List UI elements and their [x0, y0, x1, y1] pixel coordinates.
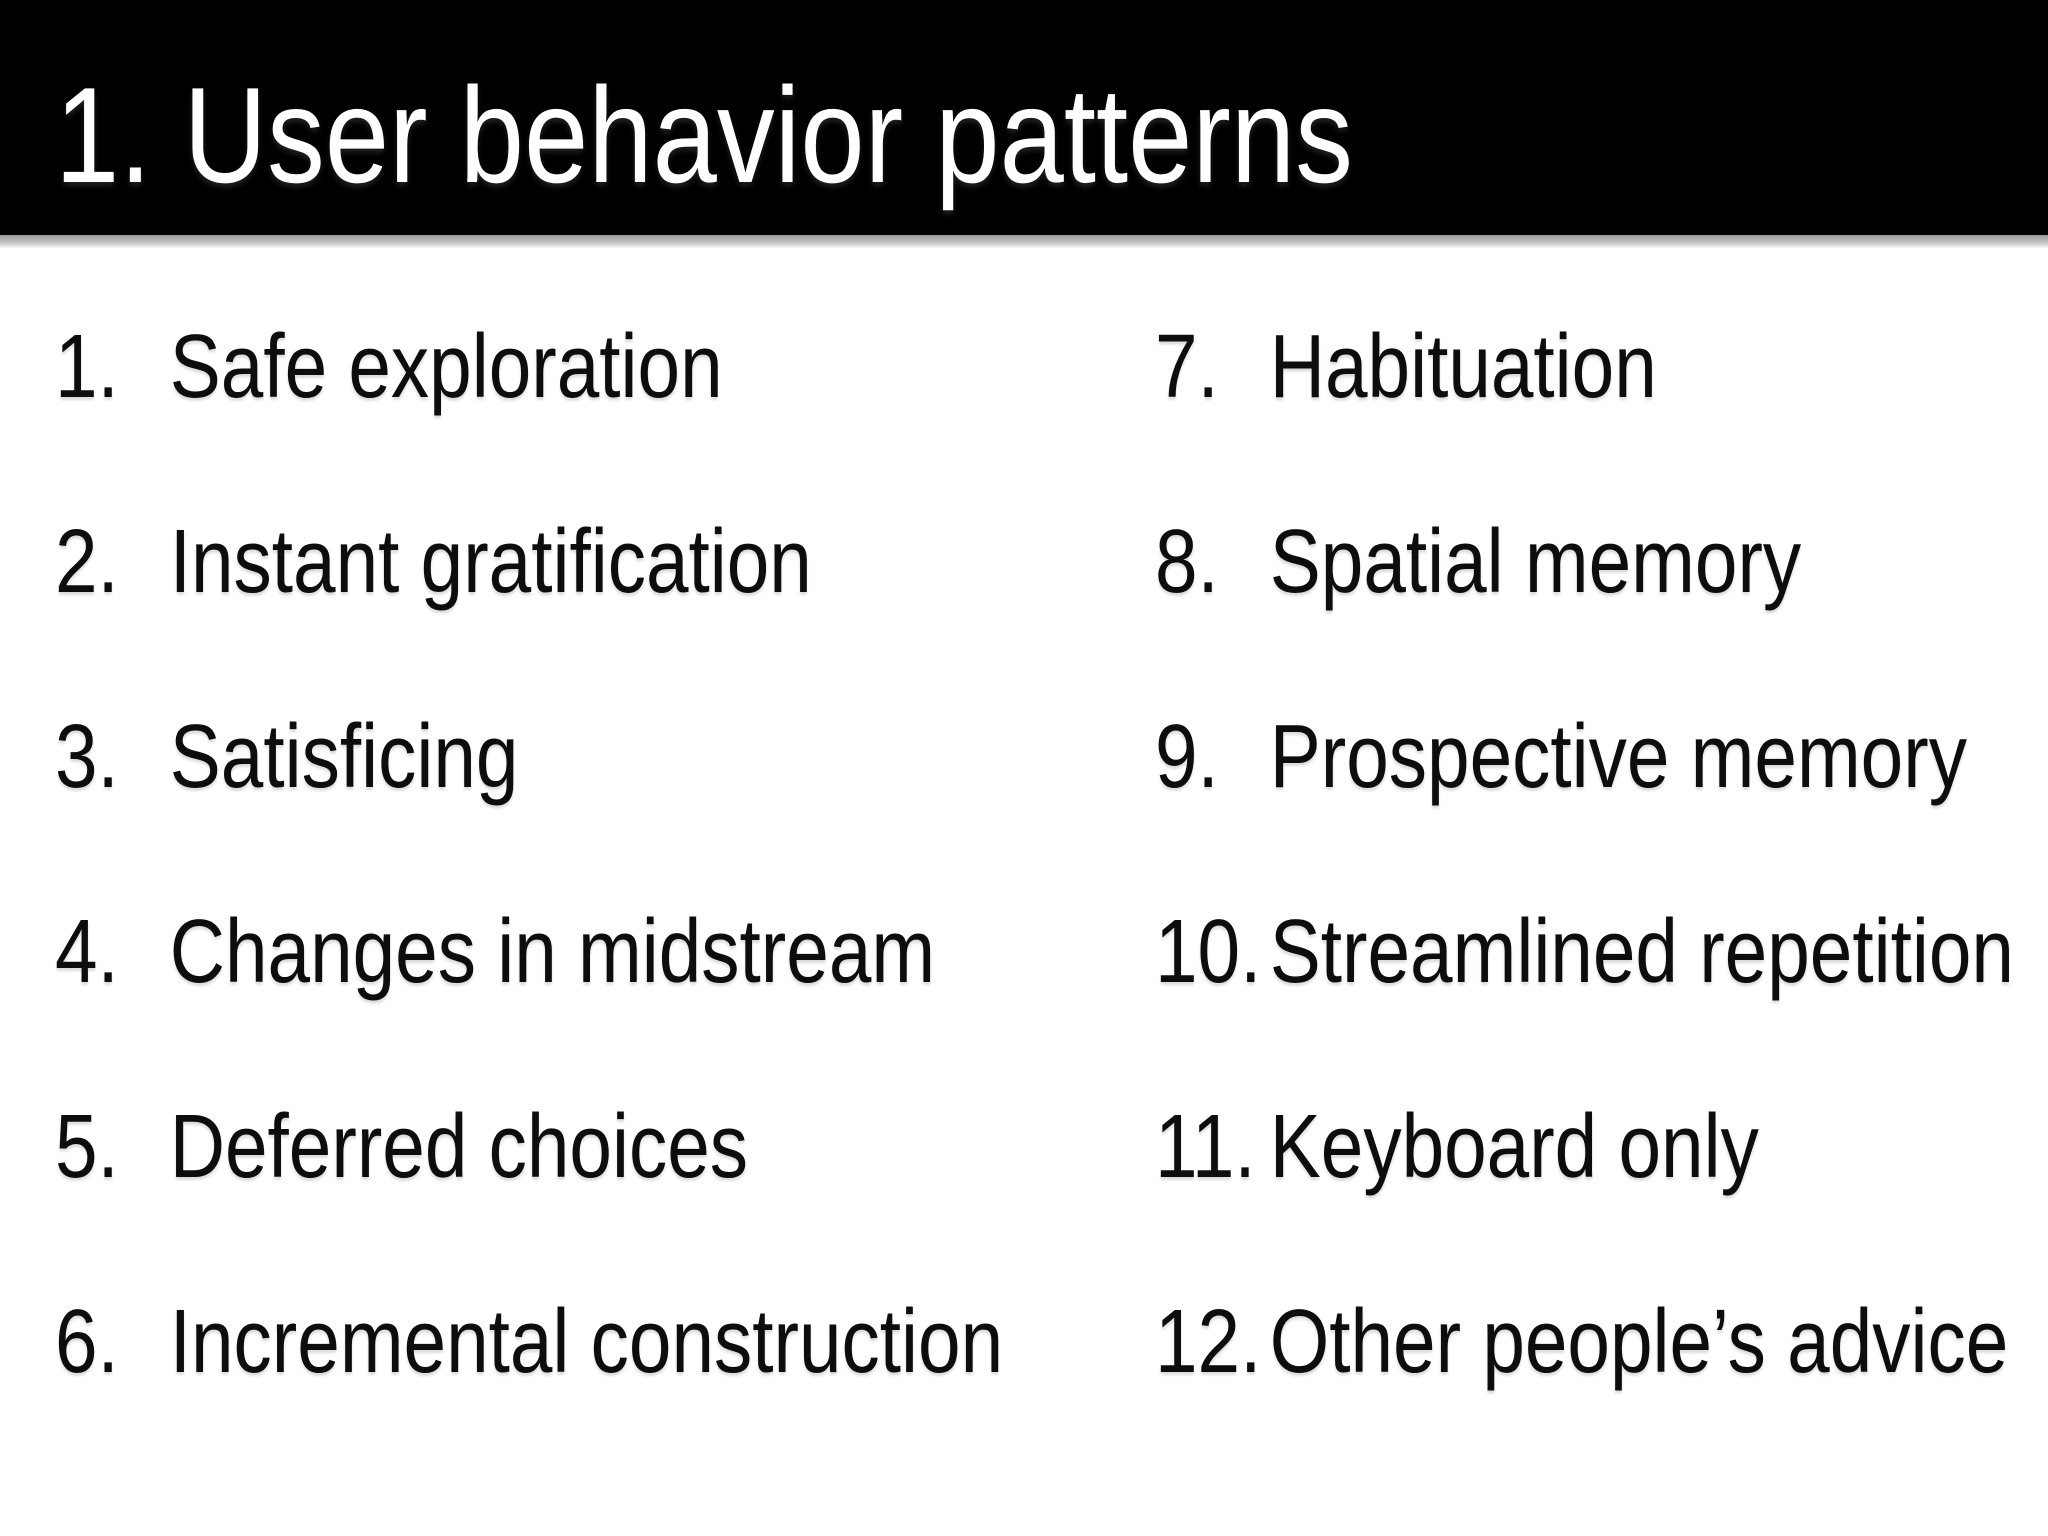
list-item: 8. Spatial memory — [1155, 465, 2005, 660]
list-item: 12.Other people’s advice — [1155, 1245, 2008, 1440]
title-bar-shadow — [0, 235, 2048, 248]
item-label: Streamlined repetition — [1269, 902, 2014, 1002]
item-label: Incremental construction — [169, 1292, 1004, 1392]
item-label: Other people’s advice — [1269, 1292, 2009, 1392]
item-label: Prospective memory — [1269, 707, 1967, 807]
list-item: 9. Prospective memory — [1155, 660, 2005, 855]
list-item: 3. Satisficing — [55, 660, 905, 855]
item-label: Instant gratification — [169, 512, 812, 612]
pattern-list-right: 7. Habituation 8. Spatial memory 9. Prospecti… — [1155, 248, 2048, 1440]
list-item: 11.Keyboard only — [1155, 1050, 2005, 1245]
item-label: Satisficing — [169, 707, 519, 807]
item-label: Safe exploration — [169, 317, 723, 417]
list-item: 10.Streamlined repetition — [1155, 855, 2014, 1050]
title-bar: 1. User behavior patterns — [0, 0, 2048, 235]
item-label: Deferred choices — [169, 1097, 749, 1197]
item-number: 1. — [55, 317, 119, 417]
item-number: 12. — [1155, 1292, 1262, 1392]
pattern-list-left: 1. Safe exploration 2. Instant gratificatio… — [55, 248, 1055, 1440]
item-label: Changes in midstream — [169, 902, 936, 1002]
item-label: Keyboard only — [1269, 1097, 1759, 1197]
item-number: 10. — [1155, 902, 1262, 1002]
item-number: 3. — [55, 707, 119, 807]
item-label: Habituation — [1269, 317, 1657, 417]
slide-title: 1. User behavior patterns — [55, 59, 1353, 211]
item-number: 11. — [1155, 1097, 1256, 1197]
item-number: 9. — [1155, 707, 1219, 807]
list-item: 4. Changes in midstream — [55, 855, 935, 1050]
item-number: 2. — [55, 512, 119, 612]
item-number: 8. — [1155, 512, 1219, 612]
list-item: 6. Incremental construction — [55, 1245, 1003, 1440]
item-number: 4. — [55, 902, 119, 1002]
item-number: 6. — [55, 1292, 119, 1392]
item-label: Spatial memory — [1269, 512, 1802, 612]
list-item: 5. Deferred choices — [55, 1050, 905, 1245]
list-item: 1. Safe exploration — [55, 270, 905, 465]
list-item: 2. Instant gratification — [55, 465, 905, 660]
item-number: 7. — [1155, 317, 1219, 417]
list-item: 7. Habituation — [1155, 270, 2005, 465]
item-number: 5. — [55, 1097, 119, 1197]
